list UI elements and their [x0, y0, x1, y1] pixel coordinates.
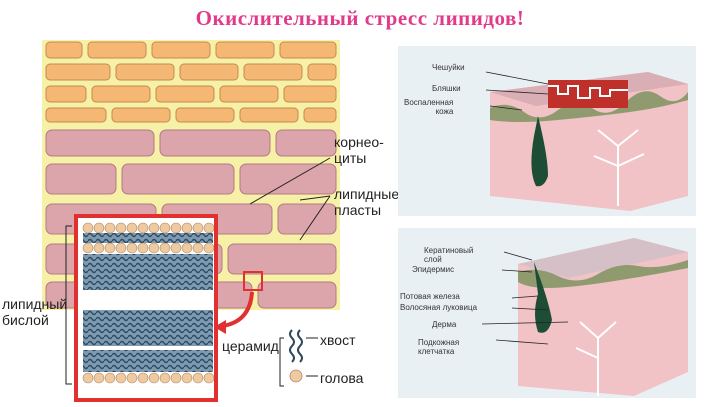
- label-epidermis: Эпидермис: [412, 265, 455, 274]
- psoriasis-skin-diagram: Чешуйки Бляшки Воспаленная кожа: [398, 46, 696, 216]
- label-lipid-layers: липидные пласты: [334, 186, 400, 218]
- bilayer: [82, 222, 215, 384]
- zoom-source-marker: [243, 271, 263, 291]
- page-title: Окислительный стресс липидов!: [195, 6, 525, 30]
- normal-skin-diagram: Кератиновый слой Эпидермис Потовая желез…: [398, 228, 696, 398]
- label-dermis: Дерма: [432, 320, 457, 329]
- corneum-diagram: корнео- циты липидные пласты липидный би…: [0, 34, 400, 402]
- label-corneocytes: корнео- циты: [334, 134, 384, 166]
- label-hair-follicle: Волосяная луковица: [400, 303, 478, 312]
- ceramide-icon: [279, 329, 318, 387]
- label-ceramide: церамид: [222, 338, 279, 354]
- psoriasis-illustration: [398, 46, 696, 216]
- zoom-arrow: [221, 291, 254, 328]
- label-keratin-layer: Кератиновый слой: [424, 246, 474, 264]
- label-tail: хвост: [320, 332, 356, 348]
- label-head: голова: [320, 370, 364, 386]
- label-lipid-bilayer: липидный бислой: [2, 296, 68, 328]
- normal-skin-illustration: [398, 228, 696, 398]
- label-sweat-gland: Потовая железа: [400, 292, 460, 301]
- label-scales: Чешуйки: [432, 63, 465, 72]
- corneocyte-row-top: [45, 41, 337, 123]
- label-plaques: Бляшки: [432, 84, 461, 93]
- label-subcutaneous: Подкожная клетчатка: [418, 338, 460, 356]
- label-inflamed-skin: Воспаленная кожа: [404, 98, 454, 116]
- corneum-illustration: [42, 40, 340, 402]
